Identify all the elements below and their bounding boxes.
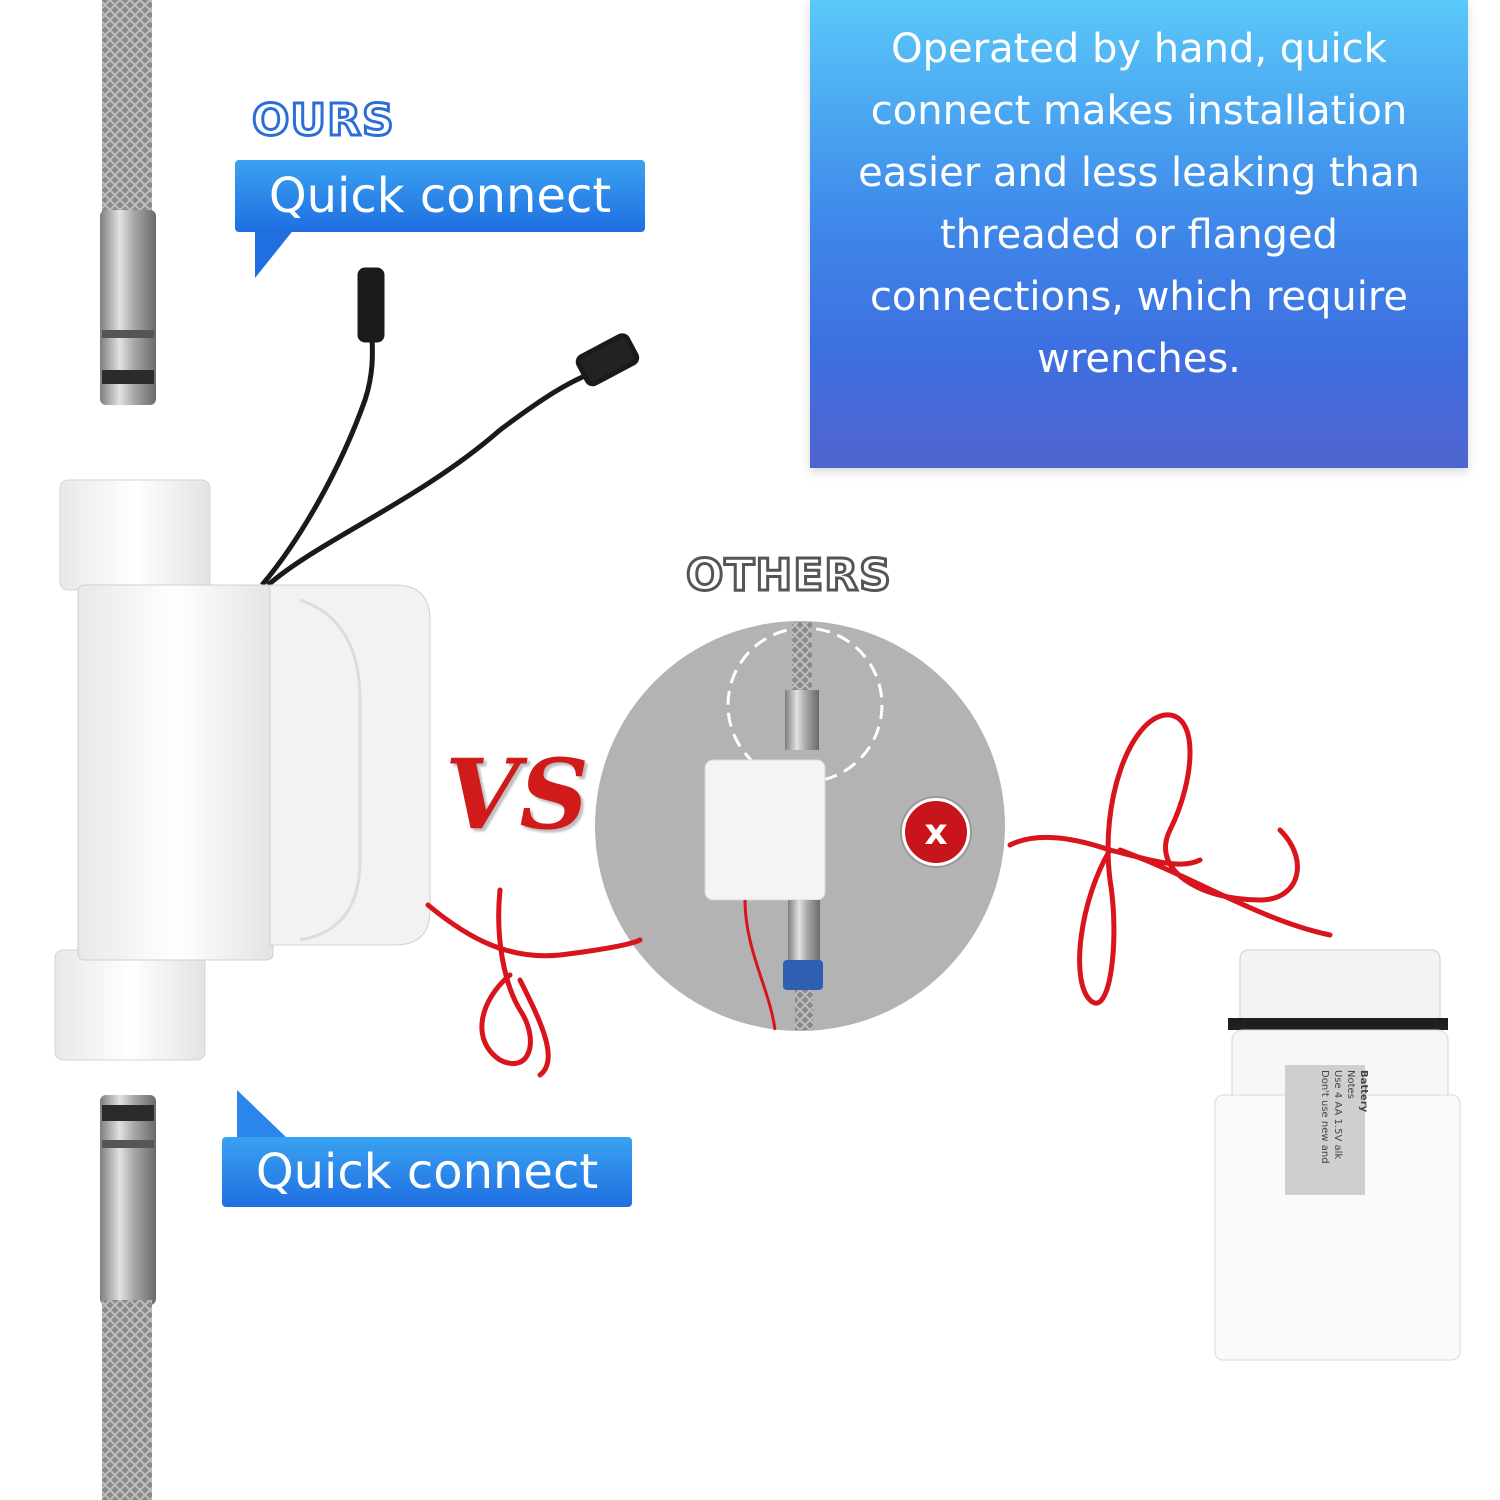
battery-label-line1: Use 4 AA 1.5V alk: [1332, 1070, 1343, 1160]
battery-label-line2: Don't use new and: [1319, 1070, 1330, 1164]
battery-label: Battery Notes Use 4 AA 1.5V alk Don't us…: [1250, 1070, 1370, 1190]
info-box: Operated by hand, quick connect makes in…: [810, 0, 1468, 468]
callout-pointer-bottom: [237, 1090, 287, 1138]
quick-connect-label-top: Quick connect: [268, 168, 612, 224]
battery-label-title: Battery: [1358, 1070, 1369, 1113]
battery-box: [1214, 949, 1461, 1361]
callout-pointer-top: [255, 228, 295, 278]
vs-label: VS: [445, 738, 589, 851]
top-hose: [100, 0, 156, 405]
x-mark-icon: x: [902, 798, 970, 866]
others-comparison-photo: [595, 621, 1005, 1031]
quick-connect-callout-bottom: Quick connect: [222, 1137, 632, 1207]
red-wires: [425, 712, 1333, 1078]
quick-connect-label-bottom: Quick connect: [255, 1144, 599, 1200]
bottom-hose: [100, 1095, 156, 1500]
info-text: Operated by hand, quick connect makes in…: [858, 26, 1420, 382]
x-mark-text: x: [924, 811, 948, 853]
battery-label-notes: Notes: [1345, 1070, 1356, 1099]
quick-connect-callout-top: Quick connect: [235, 160, 645, 232]
solenoid-valve: [54, 479, 431, 1061]
black-wires: [260, 267, 640, 587]
ours-heading: OURS: [251, 94, 396, 148]
others-heading: OTHERS: [685, 549, 893, 603]
